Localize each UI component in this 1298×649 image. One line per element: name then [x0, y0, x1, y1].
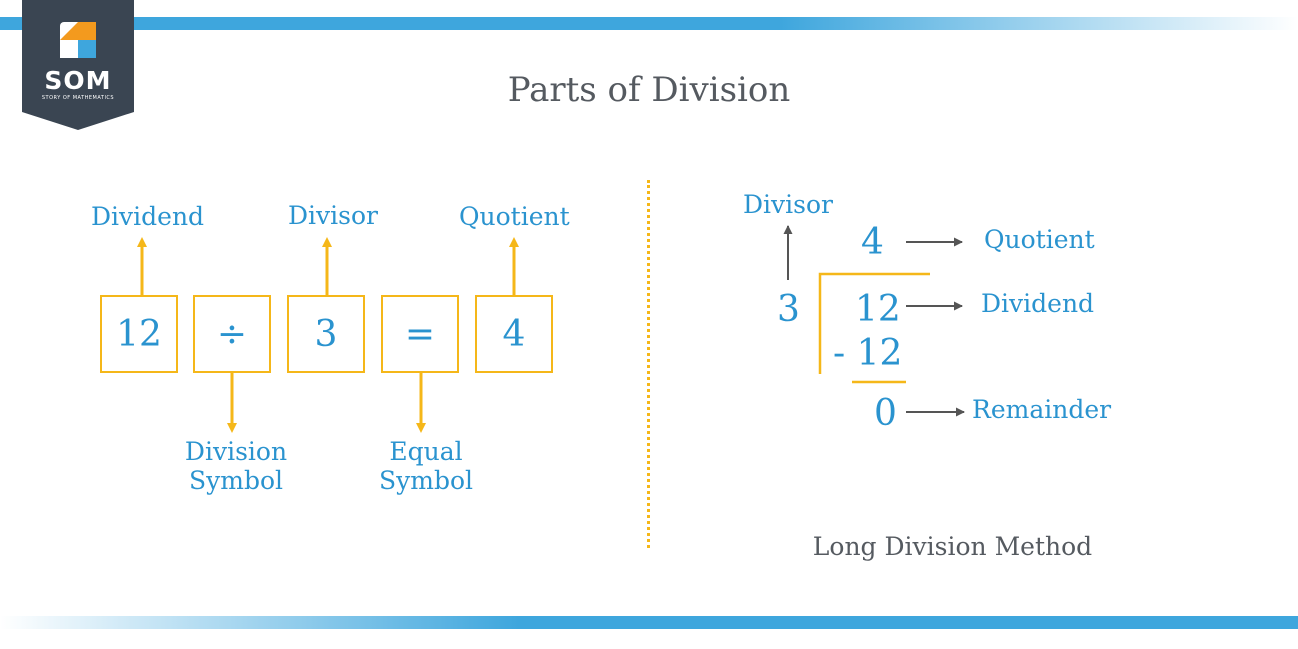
equal-symbol-label: Equal Symbol [362, 437, 490, 495]
bottom-banner-bar [0, 616, 1298, 629]
dividend-label: Dividend [91, 202, 205, 231]
dotted-divider [647, 180, 650, 548]
equal-symbol-label-line1: Equal [389, 437, 463, 466]
logo-text: SOM [44, 66, 112, 95]
logo-subtitle: STORY OF MATHEMATICS [41, 95, 115, 101]
long-division-dividend-label: Dividend [981, 289, 1095, 318]
long-division-remainder: 0 [874, 393, 897, 434]
long-division-subtracted: - 12 [833, 333, 903, 374]
divisor-label: Divisor [288, 201, 378, 230]
long-division-dividend: 12 [855, 289, 901, 330]
dividend-box: 12 [100, 295, 178, 373]
long-division-quotient-label: Quotient [984, 225, 1095, 254]
long-division-bracket [818, 272, 930, 374]
top-banner-bar [0, 17, 1298, 30]
long-division-remainder-label: Remainder [972, 395, 1112, 424]
long-division-divisor-label: Divisor [743, 190, 833, 219]
division-symbol-label-line2: Symbol [188, 466, 283, 495]
long-division-caption: Long Division Method [812, 532, 1093, 561]
quotient-box: 4 [475, 295, 553, 373]
division-symbol-label: Division Symbol [172, 437, 300, 495]
long-division-quotient: 4 [861, 222, 884, 263]
som-logo: SOM STORY OF MATHEMATICS [22, 0, 134, 130]
long-division-divisor: 3 [777, 289, 800, 330]
equal-symbol-box: = [381, 295, 459, 373]
page-title: Parts of Division [507, 70, 791, 110]
division-symbol-label-line1: Division [184, 437, 288, 466]
equal-symbol-label-line2: Symbol [378, 466, 473, 495]
quotient-label: Quotient [459, 202, 570, 231]
divisor-box: 3 [287, 295, 365, 373]
division-symbol-box: ÷ [193, 295, 271, 373]
